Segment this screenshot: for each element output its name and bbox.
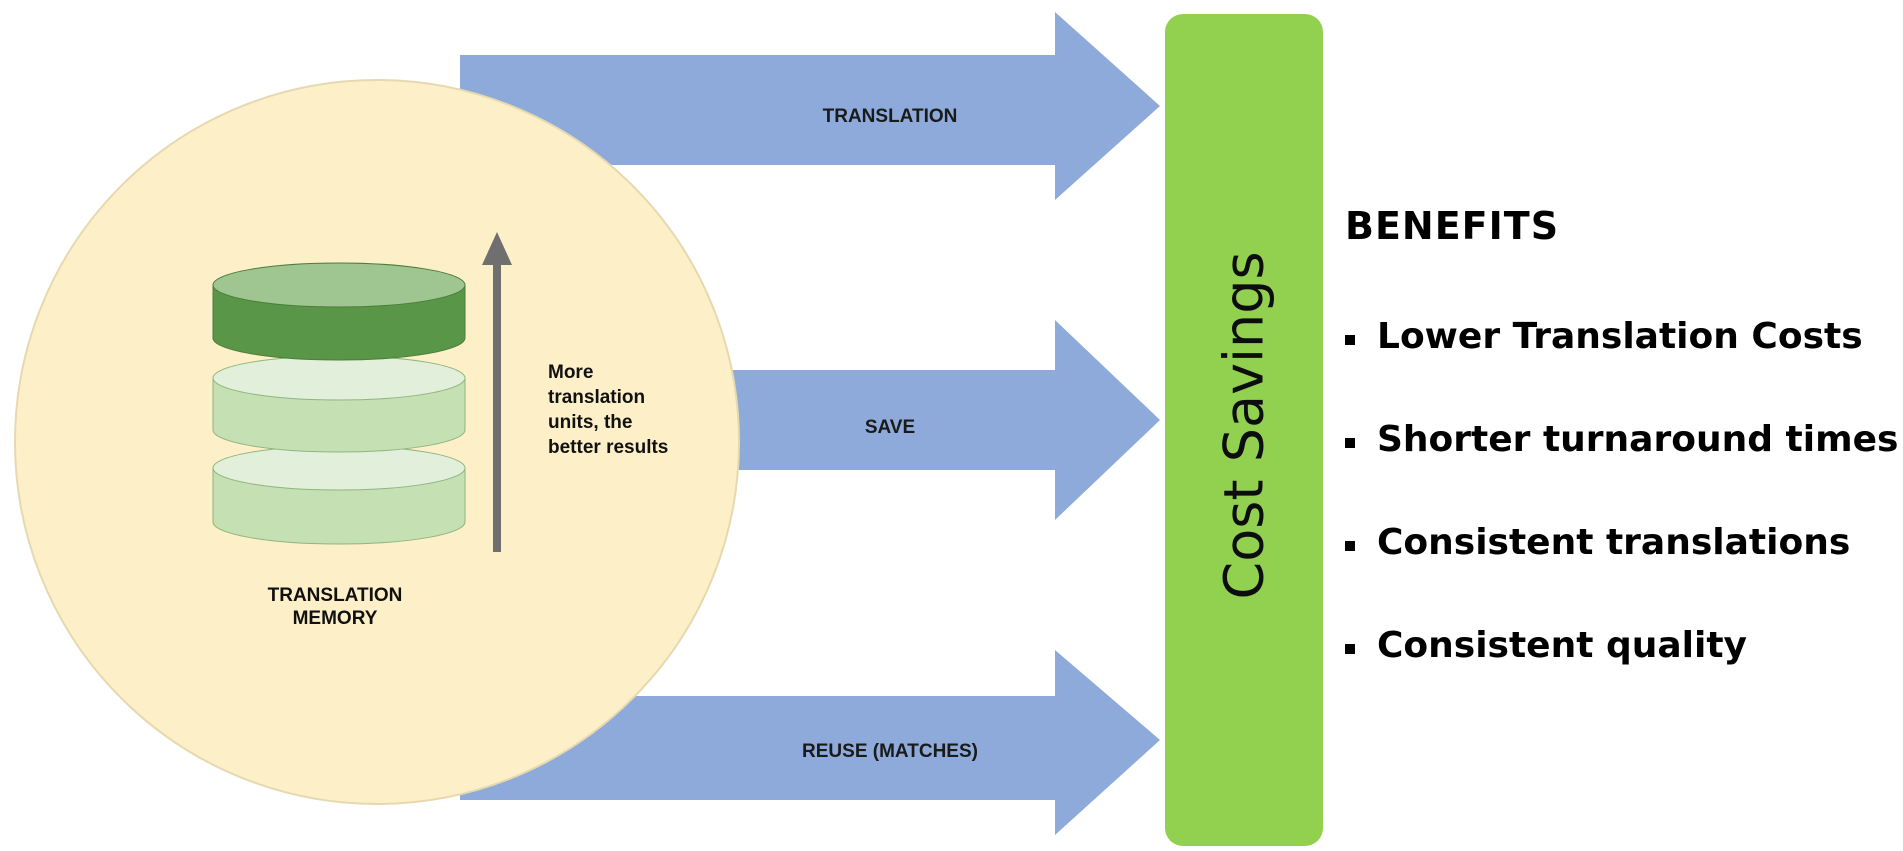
arrow-translation <box>460 12 1160 200</box>
translation-memory-label: TRANSLATION MEMORY <box>210 584 460 630</box>
benefit-item: Shorter turnaround times <box>1345 419 1898 522</box>
benefits-list: Lower Translation Costs Shorter turnarou… <box>1345 316 1898 728</box>
growth-arrow-icon <box>482 232 512 552</box>
benefit-item: Consistent translations <box>1345 522 1898 625</box>
more-units-note: More translation units, the better resul… <box>548 360 668 460</box>
arrow-label-reuse: REUSE (MATCHES) <box>802 741 978 762</box>
bullet-icon <box>1345 438 1355 448</box>
bullet-icon <box>1345 644 1355 654</box>
benefit-text: Shorter turnaround times <box>1377 419 1899 460</box>
note-line: better results <box>548 437 669 458</box>
benefit-text: Consistent translations <box>1377 522 1851 563</box>
benefit-text: Consistent quality <box>1377 625 1748 666</box>
arrow-label-save: SAVE <box>864 417 916 438</box>
benefit-item: Lower Translation Costs <box>1345 316 1898 419</box>
note-line: More <box>548 362 594 383</box>
arrow-save <box>730 320 1160 520</box>
cost-savings-label: Cost Savings <box>1212 251 1276 600</box>
translation-memory-label-line2: MEMORY <box>292 608 378 629</box>
note-line: units, the <box>548 412 633 433</box>
benefit-text: Lower Translation Costs <box>1377 316 1863 357</box>
benefit-item: Consistent quality <box>1345 625 1898 728</box>
bullet-icon <box>1345 335 1355 345</box>
bullet-icon <box>1345 541 1355 551</box>
translation-memory-label-line1: TRANSLATION <box>267 585 403 606</box>
arrow-label-translation: TRANSLATION <box>822 106 958 127</box>
benefits-title: BENEFITS <box>1345 204 1560 248</box>
database-icon <box>212 262 466 545</box>
cost-savings-bar <box>1165 14 1323 846</box>
note-line: translation <box>548 387 646 408</box>
